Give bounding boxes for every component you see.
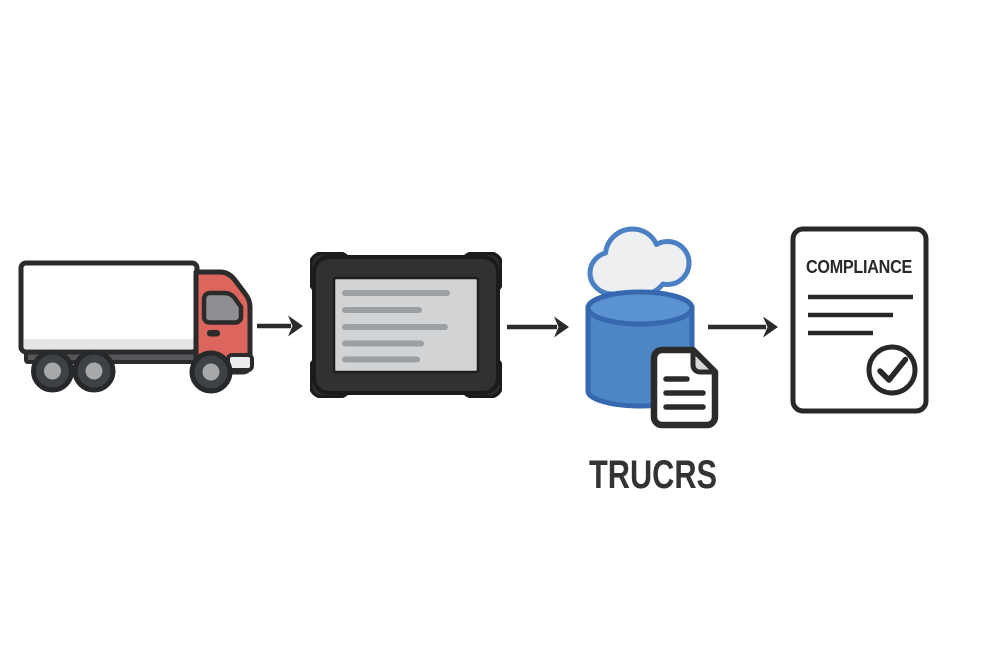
truck-cab <box>193 269 254 375</box>
truck-icon <box>18 260 254 394</box>
checkmark-icon <box>866 344 918 396</box>
trucrs-label-text: TRUCRS <box>589 453 717 497</box>
truck-wheels <box>31 349 233 394</box>
truck-cargo-box <box>18 260 200 355</box>
screen-text-lines <box>342 290 450 363</box>
cloud-icon <box>587 226 692 297</box>
arrow-right-icon <box>708 316 778 338</box>
trucrs-label: TRUCRS <box>589 453 717 497</box>
cab-window <box>201 290 244 325</box>
cloud-database-icon <box>585 226 719 429</box>
arrow-right-icon <box>257 315 303 337</box>
tablet-icon <box>310 252 502 398</box>
compliance-document-icon: COMPLIANCE <box>790 226 929 414</box>
compliance-text-lines <box>808 294 913 336</box>
arrow-right-icon <box>507 316 569 338</box>
compliance-title: COMPLIANCE <box>806 256 912 277</box>
door-handle <box>207 330 220 337</box>
document-icon <box>650 346 719 429</box>
